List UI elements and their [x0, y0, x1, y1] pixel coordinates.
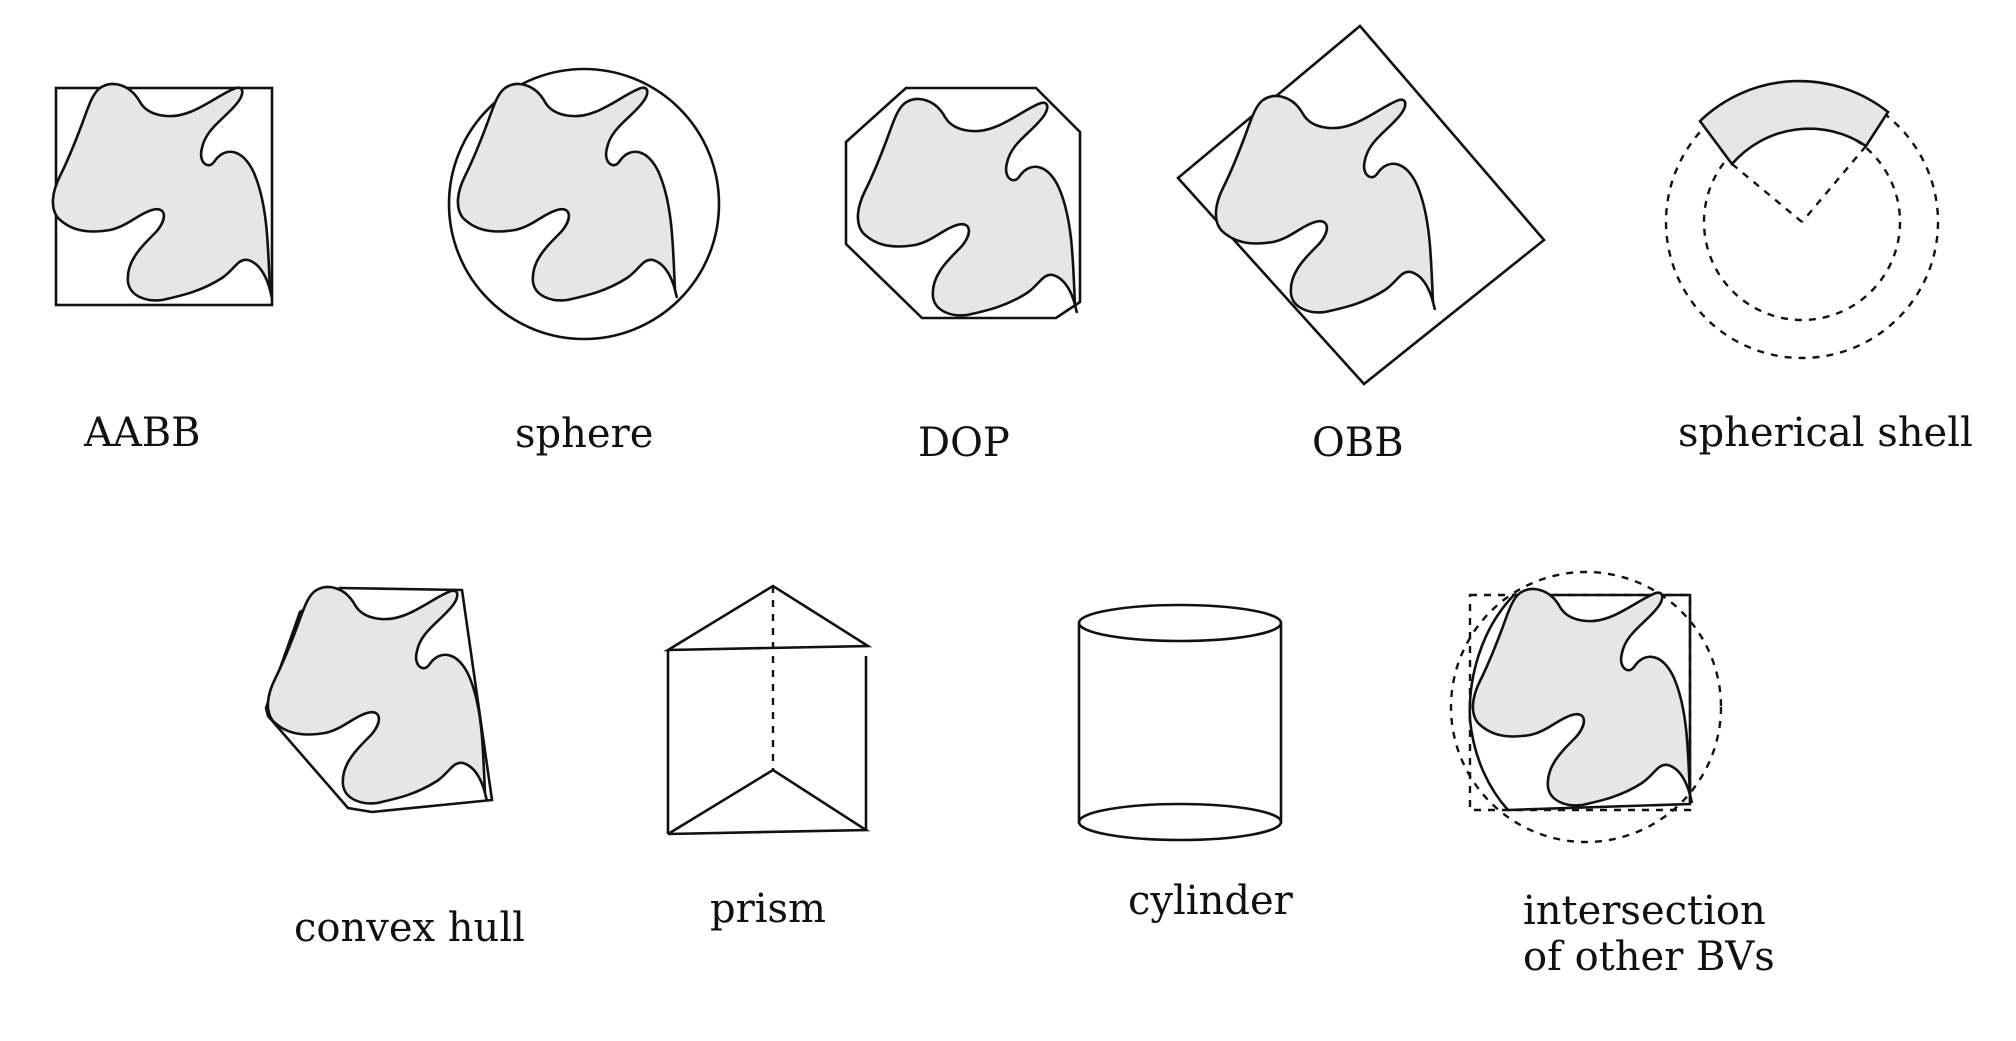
label-convex-hull: convex hull [294, 905, 525, 951]
label-intersection-line2: of other BVs [1523, 934, 1775, 980]
obb-figure [1176, 24, 1546, 386]
label-aabb: AABB [84, 410, 201, 456]
convex-hull-figure [264, 585, 494, 814]
aabb-figure [51, 82, 274, 307]
label-dop: DOP [918, 420, 1010, 466]
cylinder-figure [1077, 603, 1283, 842]
label-obb: OBB [1312, 420, 1404, 466]
intersection-figure [1449, 570, 1723, 844]
dop-figure [844, 86, 1082, 320]
sphere-figure [447, 67, 721, 341]
spherical-shell-figure [1664, 79, 1940, 360]
label-sphere: sphere [515, 411, 654, 457]
label-spherical-shell: spherical shell [1678, 410, 1973, 456]
label-cylinder: cylinder [1128, 878, 1293, 924]
label-prism: prism [710, 886, 826, 932]
prism-figure [663, 584, 873, 836]
label-intersection-line1: intersection [1523, 888, 1766, 934]
